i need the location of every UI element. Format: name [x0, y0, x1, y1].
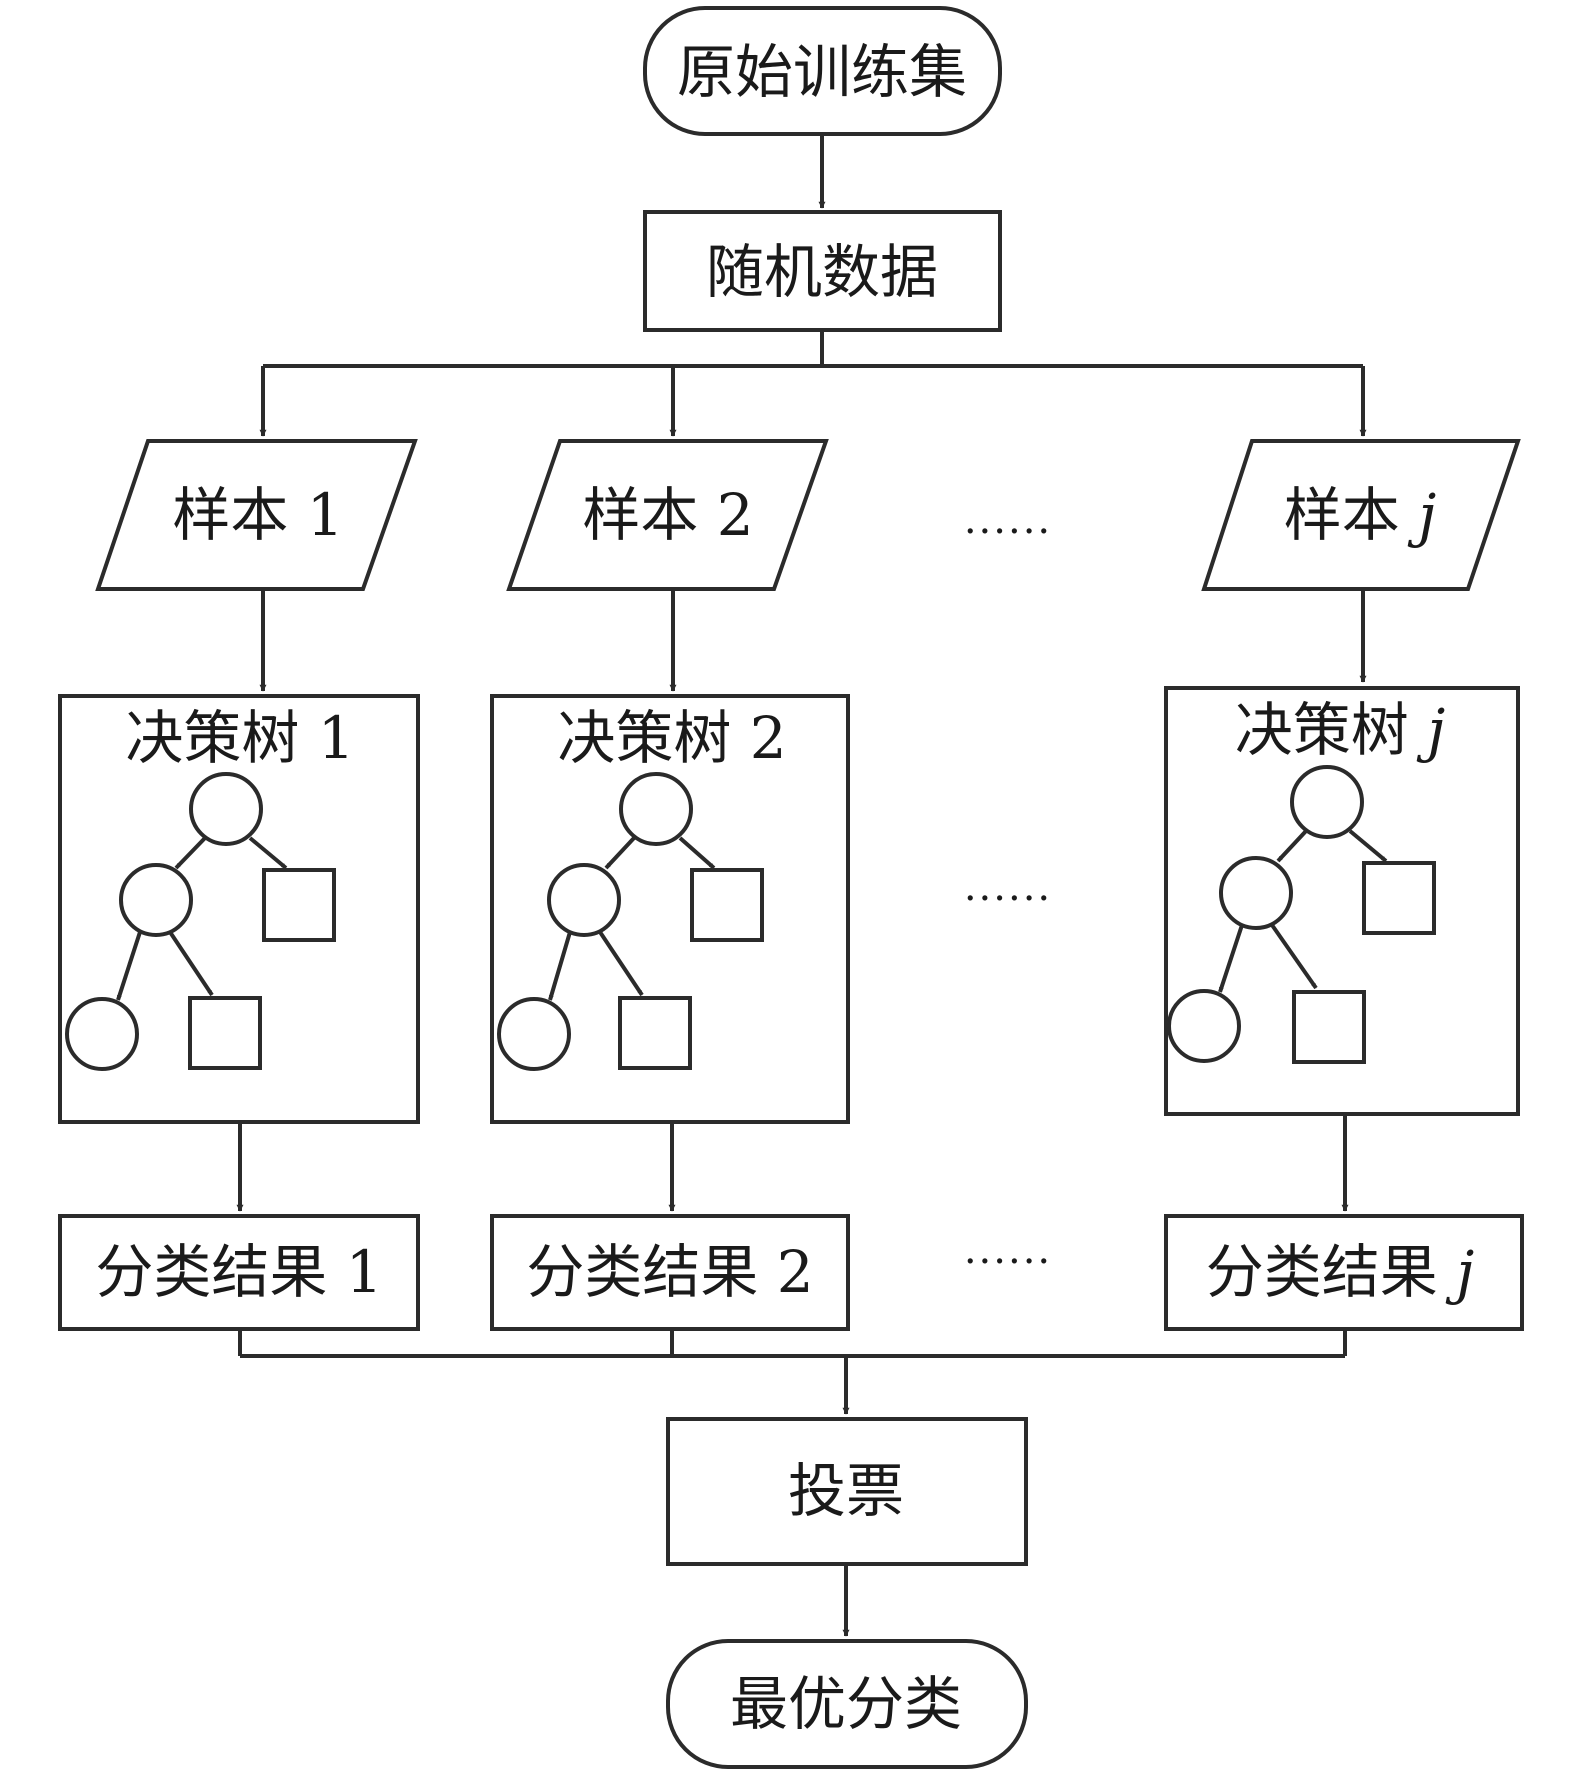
sample-j-box: [1201, 439, 1521, 591]
tree-j-label: 决策树 j: [1235, 696, 1445, 764]
result-j-label: 分类结果 j: [1206, 1238, 1474, 1306]
merge-connector: [238, 1329, 1347, 1358]
end-label: 最优分类: [730, 1670, 962, 1738]
tree-1-label: 决策树 1: [125, 704, 354, 772]
result-2-label: 分类结果 2: [526, 1238, 813, 1306]
sample-2-label: 样本 2: [582, 481, 753, 549]
vote-label: 投票: [788, 1457, 904, 1525]
tree-j-left-node: [1167, 989, 1241, 1063]
tree-1-root-node: [189, 772, 263, 846]
sample-1-box: [95, 439, 418, 591]
decision-tree-j: 决策树 j: [1164, 686, 1520, 1116]
random-data-box: [643, 210, 1002, 332]
tree-1-mid-node: [119, 863, 193, 937]
tree-2-left-node: [497, 997, 571, 1071]
start-label: 原始训练集: [677, 38, 967, 106]
tree-2-mid-node: [547, 863, 621, 937]
tree-2-leaf-right: [690, 868, 764, 942]
split-connector: [263, 330, 1363, 368]
decision-tree-2: 决策树 2: [490, 694, 850, 1124]
decision-tree-1: 决策树 1: [58, 694, 420, 1124]
tree-j-leaf-right: [1362, 861, 1436, 935]
tree-j-leaf-bottom: [1292, 990, 1366, 1064]
result-2-box: [490, 1214, 850, 1331]
tree-1-left-node: [65, 997, 139, 1071]
result-j-box: [1164, 1214, 1524, 1331]
tree-1-leaf-bottom: [188, 996, 262, 1070]
sample-2-box: [506, 439, 829, 591]
ellipsis-samples: ......: [964, 497, 1052, 543]
sample-1-label: 样本 1: [172, 481, 343, 549]
ellipsis-trees: ......: [964, 864, 1052, 910]
tree-2-leaf-bottom: [618, 996, 692, 1070]
tree-1-leaf-right: [262, 868, 336, 942]
result-1-label: 分类结果 1: [95, 1238, 382, 1306]
tree-2-label: 决策树 2: [557, 704, 786, 772]
sample-j-label: 样本 j: [1284, 481, 1436, 549]
tree-j-mid-node: [1219, 856, 1293, 930]
tree-j-root-node: [1290, 765, 1364, 839]
ellipsis-results: ......: [964, 1227, 1052, 1273]
tree-2-root-node: [619, 772, 693, 846]
random-data-label: 随机数据: [706, 238, 938, 306]
end-terminal: [666, 1639, 1028, 1769]
result-1-box: [58, 1214, 420, 1331]
